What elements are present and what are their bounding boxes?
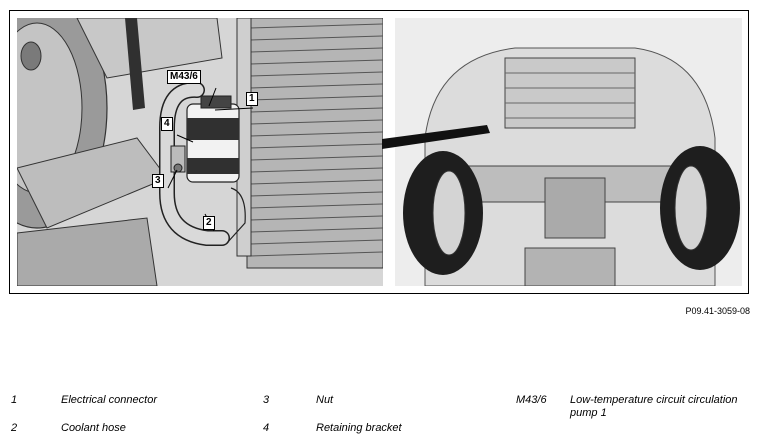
legend-text-3: Nut — [316, 394, 334, 406]
figure-frame: M43/6 1 4 3 2 — [9, 10, 749, 294]
pump-detail-drawing — [17, 18, 383, 286]
legend-text-m43-6: Low-temperature circuit circulation pump… — [570, 394, 738, 419]
location-pointer — [382, 125, 490, 149]
legend-text-2: Coolant hose — [61, 422, 126, 434]
legend-code-3: 3 — [263, 394, 270, 406]
callout-1: 1 — [246, 92, 258, 106]
callout-2: 2 — [203, 216, 215, 230]
legend-text-1: Electrical connector — [61, 394, 157, 406]
detail-illustration — [17, 18, 383, 286]
overview-illustration — [395, 18, 742, 286]
legend-code-1: 1 — [11, 394, 18, 406]
legend-code-m43-6: M43/6 — [516, 394, 547, 406]
legend-code-4: 4 — [263, 422, 270, 434]
callout-4: 4 — [161, 117, 173, 131]
figure-id: P09.41-3059-08 — [685, 306, 750, 316]
callout-m43-6: M43/6 — [167, 70, 201, 84]
legend-text-4: Retaining bracket — [316, 422, 402, 434]
vehicle-underside-drawing — [395, 18, 742, 286]
legend-code-2: 2 — [11, 422, 18, 434]
callout-3: 3 — [152, 174, 164, 188]
